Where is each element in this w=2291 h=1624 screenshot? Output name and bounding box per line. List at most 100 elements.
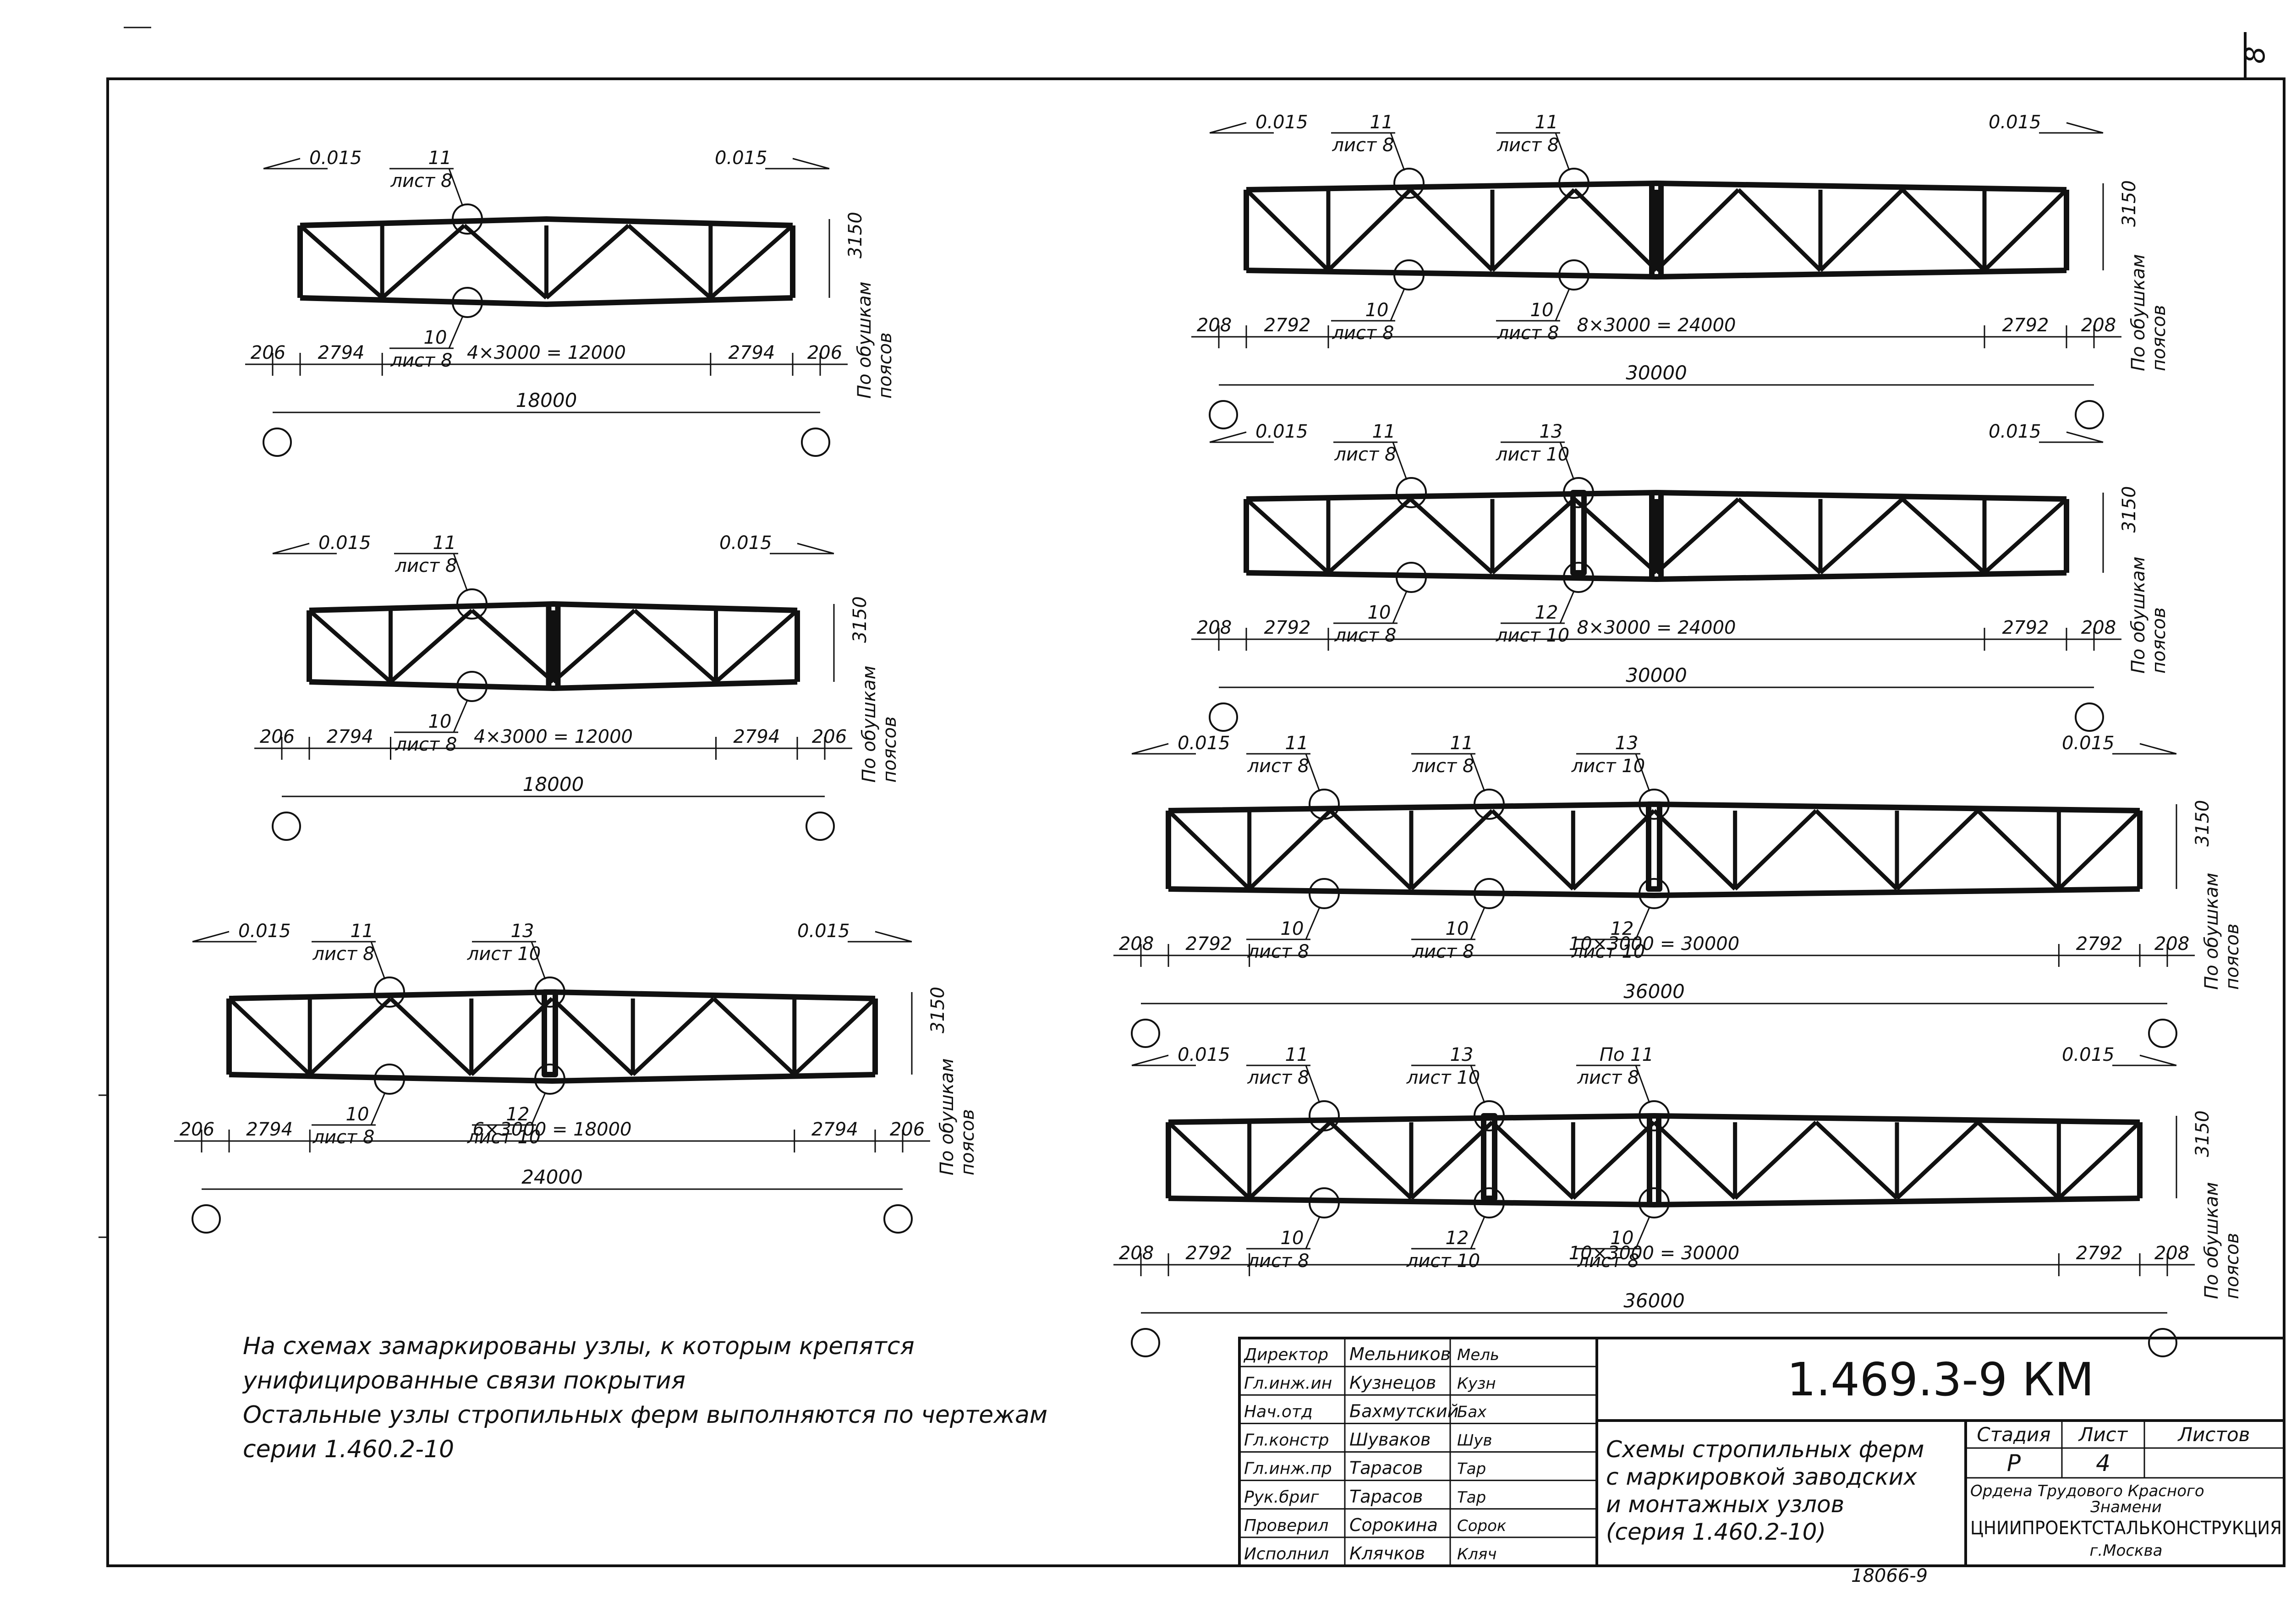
leader-line bbox=[1555, 288, 1570, 321]
leader-line bbox=[1635, 907, 1650, 940]
node-sheet-ref: лист 8 bbox=[1412, 941, 1474, 962]
bottom-chord bbox=[309, 679, 798, 691]
node-sheet-ref: лист 10 bbox=[1496, 625, 1569, 646]
node-number: 12 bbox=[1446, 1228, 1469, 1249]
web-diagonal bbox=[1737, 497, 1822, 575]
staff-role: Исполнил bbox=[1244, 1545, 1329, 1564]
document-title-line: Схемы стропильных ферм bbox=[1606, 1436, 1924, 1463]
bottom-chord bbox=[300, 295, 793, 307]
leader-line bbox=[448, 168, 464, 207]
web-diagonal bbox=[1329, 809, 1413, 891]
slope-value: 0.015 bbox=[1255, 112, 1308, 133]
web-diagonal bbox=[1244, 497, 1330, 575]
dim-value: 2794 bbox=[811, 1119, 858, 1140]
web-diagonal bbox=[2057, 809, 2142, 891]
general-notes: На схемах замаркированы узлы, к которым … bbox=[242, 1333, 1047, 1463]
leader-line bbox=[1470, 753, 1485, 792]
web-diagonal bbox=[1976, 809, 2061, 891]
support-label: поясов bbox=[879, 716, 900, 783]
node-circle bbox=[1639, 789, 1670, 820]
web-diagonal bbox=[627, 224, 712, 300]
splice-post bbox=[1481, 1113, 1497, 1201]
web-diagonal bbox=[2057, 1120, 2142, 1200]
web-diagonal bbox=[1248, 809, 1332, 891]
dim-value: 2792 bbox=[1185, 1243, 1232, 1264]
slope-arrow bbox=[770, 543, 834, 554]
dim-value: 206 bbox=[807, 342, 842, 363]
dim-value: 208 bbox=[1119, 933, 1154, 955]
support-label: По обушкам bbox=[859, 665, 880, 783]
leader-line bbox=[1392, 591, 1408, 624]
web-diagonal bbox=[471, 609, 555, 684]
leader-line bbox=[453, 553, 468, 592]
node-number: 12 bbox=[506, 1104, 530, 1125]
web-diagonal bbox=[1167, 809, 1251, 891]
document-title-line: с маркировкой заводских bbox=[1606, 1464, 1917, 1490]
node-sheet-ref: лист 10 bbox=[1571, 756, 1645, 777]
node-circle bbox=[1474, 1100, 1505, 1131]
leader-line bbox=[1305, 753, 1321, 792]
dim-value: 206 bbox=[251, 342, 285, 363]
stage-label: Стадия bbox=[1977, 1423, 2050, 1446]
leader-line bbox=[1390, 132, 1405, 171]
web-diagonal bbox=[633, 609, 718, 684]
org-line: Знамени bbox=[2090, 1498, 2162, 1516]
web-diagonal bbox=[308, 609, 392, 684]
slope-arrow bbox=[192, 931, 257, 943]
node-sheet-ref: лист 10 bbox=[467, 1127, 541, 1148]
web-diagonal bbox=[709, 224, 794, 300]
node-number: 11 bbox=[351, 921, 374, 942]
staff-name: Сорокина bbox=[1349, 1515, 1438, 1535]
slope-arrow bbox=[2039, 431, 2104, 443]
support-label: По обушкам bbox=[2128, 254, 2149, 371]
dim-value: 2792 bbox=[1264, 315, 1311, 336]
dim-value: 2792 bbox=[2002, 617, 2049, 638]
node-circle bbox=[1393, 168, 1425, 199]
node-sheet-ref: лист 8 bbox=[390, 350, 452, 371]
node-number: 10 bbox=[1281, 1228, 1304, 1249]
node-number: 10 bbox=[1365, 300, 1389, 321]
node-number: 11 bbox=[1285, 733, 1309, 754]
node-number: 10 bbox=[1281, 918, 1304, 939]
staff-signature: Мель bbox=[1457, 1346, 1499, 1364]
web-diagonal bbox=[470, 997, 554, 1076]
slope-value: 0.015 bbox=[2062, 733, 2115, 754]
node-circle bbox=[1639, 1100, 1670, 1131]
web-diagonal bbox=[463, 224, 548, 300]
dim-value: 10×3000 = 30000 bbox=[1569, 1243, 1739, 1264]
dim-value: 2792 bbox=[1264, 617, 1311, 638]
web-diagonal bbox=[631, 997, 715, 1076]
support-label: поясов bbox=[2148, 607, 2170, 674]
leader-line bbox=[1559, 591, 1575, 624]
node-circle bbox=[374, 1064, 405, 1095]
slope-arrow bbox=[2112, 1054, 2177, 1066]
node-circle bbox=[1396, 477, 1427, 508]
dim-value: 2794 bbox=[729, 342, 775, 363]
node-circle bbox=[1558, 168, 1589, 199]
leader-line bbox=[1305, 1216, 1321, 1249]
web-diagonal bbox=[1409, 1120, 1494, 1200]
web-diagonal bbox=[1737, 188, 1822, 272]
slope-arrow bbox=[2112, 743, 2177, 755]
splice-post bbox=[542, 989, 558, 1077]
leader-line bbox=[1392, 442, 1408, 480]
staff-name: Мельников bbox=[1349, 1344, 1451, 1364]
dim-value: 4×3000 = 12000 bbox=[474, 726, 633, 747]
web-diagonal bbox=[1652, 809, 1737, 891]
node-circle bbox=[1563, 477, 1594, 508]
support-label: По обушкам bbox=[2201, 1182, 2222, 1299]
dim-value: 2794 bbox=[733, 726, 780, 747]
top-chord bbox=[300, 216, 793, 228]
slope-arrow bbox=[272, 543, 337, 554]
sheet-value: 4 bbox=[2096, 1450, 2110, 1476]
dim-value: 208 bbox=[2081, 315, 2116, 336]
leader-line bbox=[1635, 1065, 1650, 1103]
staff-signature: Тар bbox=[1457, 1460, 1486, 1478]
bottom-chord bbox=[1246, 570, 2067, 582]
support-axis-circle bbox=[1209, 702, 1238, 732]
slope-arrow bbox=[1131, 1054, 1196, 1066]
